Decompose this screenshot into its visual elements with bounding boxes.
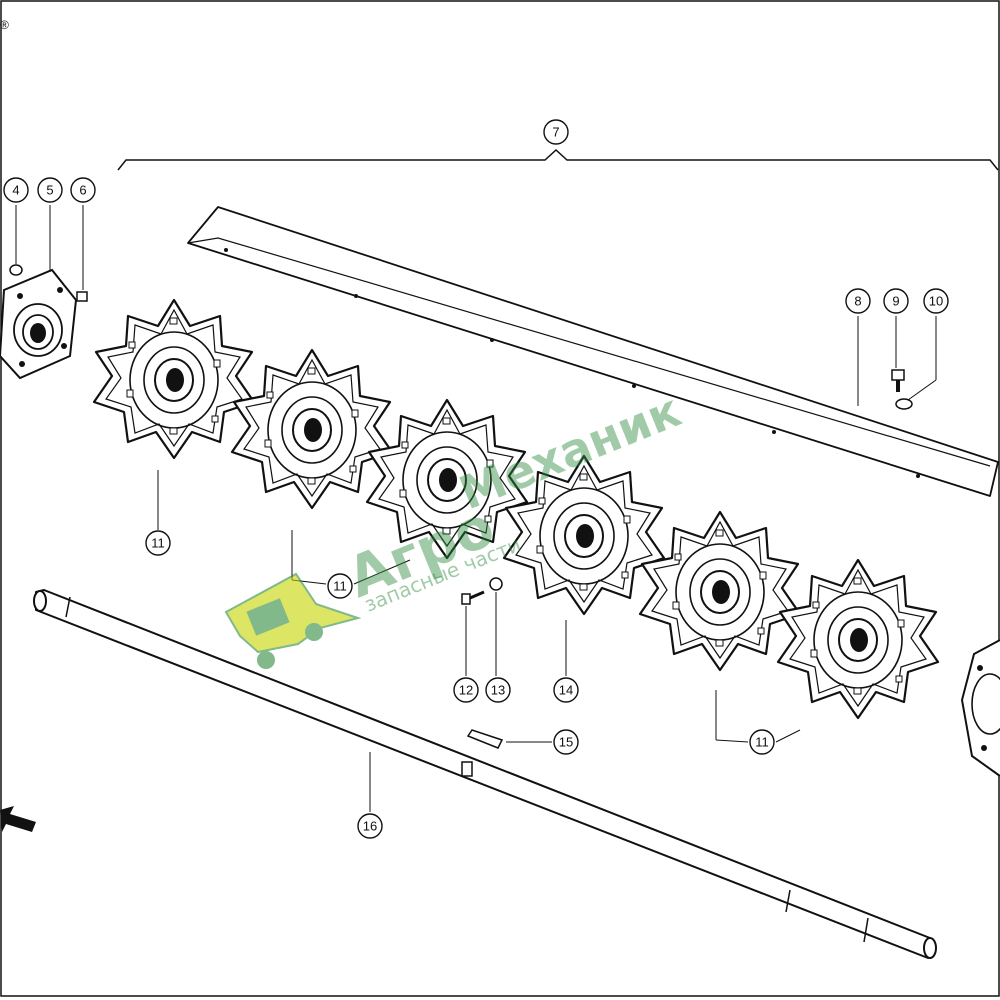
- svg-text:5: 5: [46, 183, 53, 198]
- sprocket-icon: [638, 510, 802, 672]
- callout-6: 6: [70, 177, 96, 203]
- callout-9: 9: [883, 288, 909, 314]
- svg-text:6: 6: [79, 183, 86, 198]
- callout-16: 16: [357, 813, 383, 839]
- callout-5: 5: [37, 177, 63, 203]
- callout-8: 8: [845, 288, 871, 314]
- svg-text:11: 11: [755, 735, 769, 750]
- arrow-icon: [0, 806, 36, 832]
- nut-icon: [489, 577, 503, 591]
- leader-lines: [15, 205, 937, 812]
- callout-15: 15: [553, 729, 579, 755]
- washer-icon: [895, 398, 913, 410]
- bolt-icon: [461, 590, 485, 605]
- callout-12: 12: [453, 677, 479, 703]
- svg-text:8: 8: [854, 294, 861, 309]
- sprocket-icon: [776, 558, 940, 720]
- callout-4: 4: [3, 177, 29, 203]
- angle-bar: [187, 206, 999, 497]
- svg-text:14: 14: [559, 683, 573, 698]
- callout-11: 11: [749, 729, 775, 755]
- tractor-icon: [224, 572, 362, 669]
- bearing-icon: [960, 639, 1000, 777]
- shaft-icon: [33, 589, 937, 959]
- callout-13: 13: [485, 677, 511, 703]
- svg-text:13: 13: [491, 683, 505, 698]
- bearing-icon: [0, 268, 78, 380]
- group-bracket: [117, 148, 999, 171]
- svg-text:15: 15: [559, 735, 573, 750]
- callout-11: 11: [327, 573, 353, 599]
- svg-text:10: 10: [929, 294, 943, 309]
- bolt-icon: [891, 369, 905, 392]
- svg-text:7: 7: [552, 125, 559, 140]
- sprocket-icon: [92, 298, 256, 460]
- sprocket-icon: [230, 348, 394, 510]
- callout-11: 11: [145, 530, 171, 556]
- svg-text:11: 11: [333, 579, 347, 594]
- svg-text:9: 9: [892, 294, 899, 309]
- svg-text:4: 4: [12, 183, 19, 198]
- svg-text:16: 16: [363, 819, 377, 834]
- callout-14: 14: [553, 677, 579, 703]
- svg-text:12: 12: [459, 683, 473, 698]
- washer-icon: [9, 264, 23, 276]
- key-icon: [466, 729, 504, 749]
- registered-mark: ®: [0, 18, 9, 32]
- callout-7: 7: [543, 119, 569, 145]
- svg-text:11: 11: [151, 536, 165, 551]
- callout-10: 10: [923, 288, 949, 314]
- nut-icon: [76, 291, 88, 302]
